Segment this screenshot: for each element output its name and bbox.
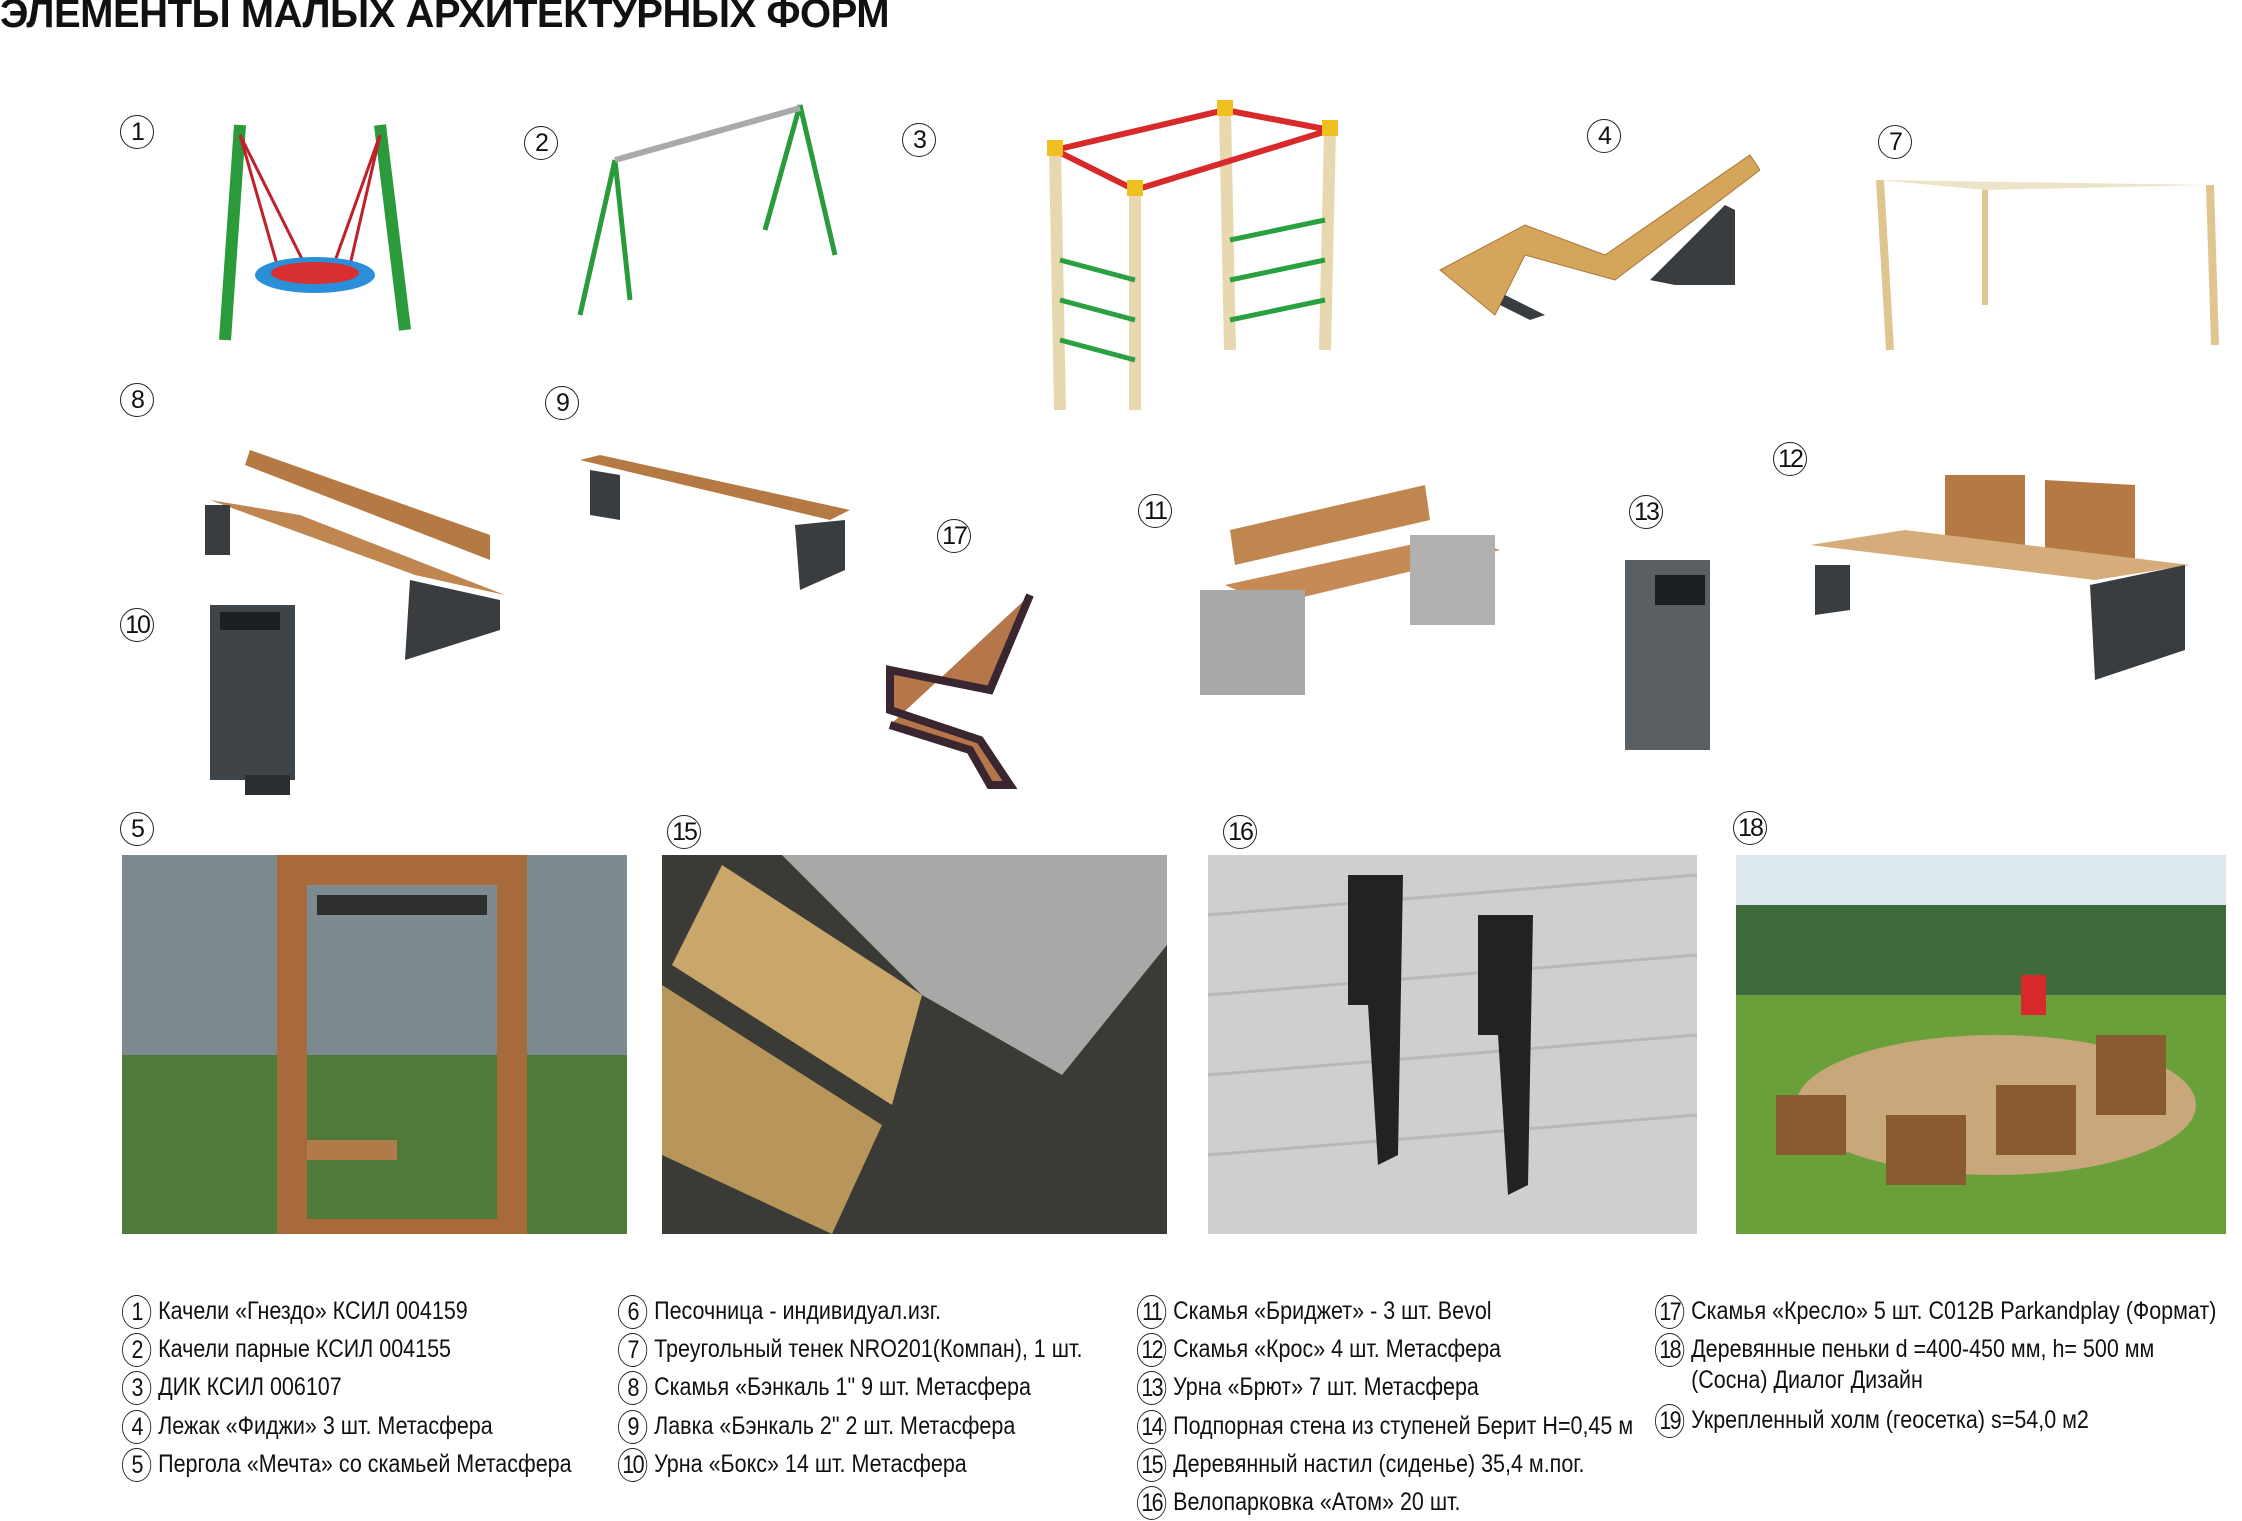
photo-wooden-stumps — [1736, 855, 2226, 1234]
legend-number: 9 — [618, 1410, 648, 1444]
legend-number: 8 — [618, 1371, 648, 1405]
urn-brut-image — [1620, 555, 1715, 755]
legend-text: ДИК КСИЛ 006107 — [158, 1373, 342, 1401]
legend-number: 15 — [1137, 1448, 1167, 1482]
legend-number: 10 — [618, 1448, 648, 1482]
photo-pergola — [122, 855, 627, 1234]
legend-number: 19 — [1655, 1404, 1685, 1438]
bench-kros-image — [1805, 470, 2190, 680]
legend-number: 12 — [1137, 1333, 1167, 1367]
marker-15: 15 — [667, 815, 701, 849]
legend-text: Треугольный тенек NRO201(Компан), 1 шт. — [654, 1335, 1083, 1363]
marker-4: 4 — [1587, 119, 1621, 153]
marker-16: 16 — [1223, 815, 1257, 849]
marker-7: 7 — [1878, 125, 1912, 159]
marker-10: 10 — [120, 608, 154, 642]
legend-number: 1 — [122, 1295, 152, 1329]
legend-number: 17 — [1655, 1295, 1685, 1329]
legend-text: Урна «Бокс» 14 шт. Метасфера — [654, 1450, 967, 1478]
legend-number: 2 — [122, 1333, 152, 1367]
marker-12: 12 — [1773, 442, 1807, 476]
legend-number: 11 — [1137, 1295, 1167, 1329]
legend-number: 16 — [1137, 1486, 1167, 1520]
marker-3: 3 — [902, 123, 936, 157]
legend-number: 5 — [122, 1448, 152, 1482]
legend-text: Качели парные КСИЛ 004155 — [158, 1335, 452, 1363]
legend-text: Пергола «Мечта» со скамьей Метасфера — [158, 1450, 572, 1478]
marker-11: 11 — [1138, 494, 1172, 528]
legend-number: 14 — [1137, 1410, 1167, 1444]
legend-text: Урна «Брют» 7 шт. Метасфера — [1173, 1373, 1479, 1401]
marker-2: 2 — [524, 126, 558, 160]
lounger-image — [1435, 145, 1760, 325]
marker-8: 8 — [120, 383, 154, 417]
bench-bridget-image — [1195, 480, 1500, 700]
legend-number: 4 — [122, 1410, 152, 1444]
legend-text: Деревянный настил (сиденье) 35,4 м.пог. — [1173, 1450, 1585, 1478]
legend-text: Скамья «Кресло» 5 шт. С012В Parkandplay … — [1691, 1297, 2217, 1325]
bench-benkal-2-image — [575, 450, 850, 590]
legend-number: 6 — [618, 1295, 648, 1329]
legend-text: (Сосна) Диалог Дизайн — [1691, 1366, 1923, 1394]
photo-bike-rack — [1208, 855, 1697, 1234]
marker-1: 1 — [120, 115, 154, 149]
legend-text: Деревянные пеньки d =400-450 мм, h= 500 … — [1691, 1335, 2155, 1363]
legend-text: Укрепленный холм (геосетка) s=54,0 м2 — [1691, 1406, 2089, 1434]
legend-number: 7 — [618, 1333, 648, 1367]
page-title: ЭЛЕМЕНТЫ МАЛЫХ АРХИТЕКТУРНЫХ ФОРМ — [0, 0, 890, 36]
legend-text: Скамья «Бэнкаль 1" 9 шт. Метасфера — [654, 1373, 1031, 1401]
marker-13: 13 — [1629, 495, 1663, 529]
nest-swing-image — [180, 115, 460, 350]
double-swing-image — [570, 100, 840, 320]
legend-number: 18 — [1655, 1333, 1685, 1367]
legend-text: Скамья «Бриджет» - 3 шт. Bevol — [1173, 1297, 1492, 1325]
legend-number: 13 — [1137, 1371, 1167, 1405]
legend-text: Подпорная стена из ступеней Берит H=0,45… — [1173, 1412, 1634, 1440]
legend-text: Лавка «Бэнкаль 2" 2 шт. Метасфера — [654, 1412, 1016, 1440]
chair-bench-image — [880, 590, 1055, 790]
play-complex-image — [1025, 90, 1360, 415]
bench-benkal-1-image — [200, 445, 505, 660]
legend-text: Велопарковка «Атом» 20 шт. — [1173, 1488, 1461, 1516]
legend-text: Лежак «Фиджи» 3 шт. Метасфера — [158, 1412, 493, 1440]
marker-9: 9 — [545, 386, 579, 420]
marker-5: 5 — [120, 812, 154, 846]
legend-number: 3 — [122, 1371, 152, 1405]
photo-wooden-deck — [662, 855, 1167, 1234]
marker-17: 17 — [937, 519, 971, 553]
marker-18: 18 — [1733, 811, 1767, 845]
urn-box-image — [205, 600, 300, 795]
legend-text: Скамья «Крос» 4 шт. Метасфера — [1173, 1335, 1502, 1363]
legend-text: Качели «Гнездо» КСИЛ 004159 — [158, 1297, 468, 1325]
legend-item-continuation: (Сосна) Диалог Дизайн — [1655, 1364, 1923, 1398]
shade-sail-image — [1870, 165, 2225, 355]
legend-text: Песочница - индивидуал.изг. — [654, 1297, 941, 1325]
